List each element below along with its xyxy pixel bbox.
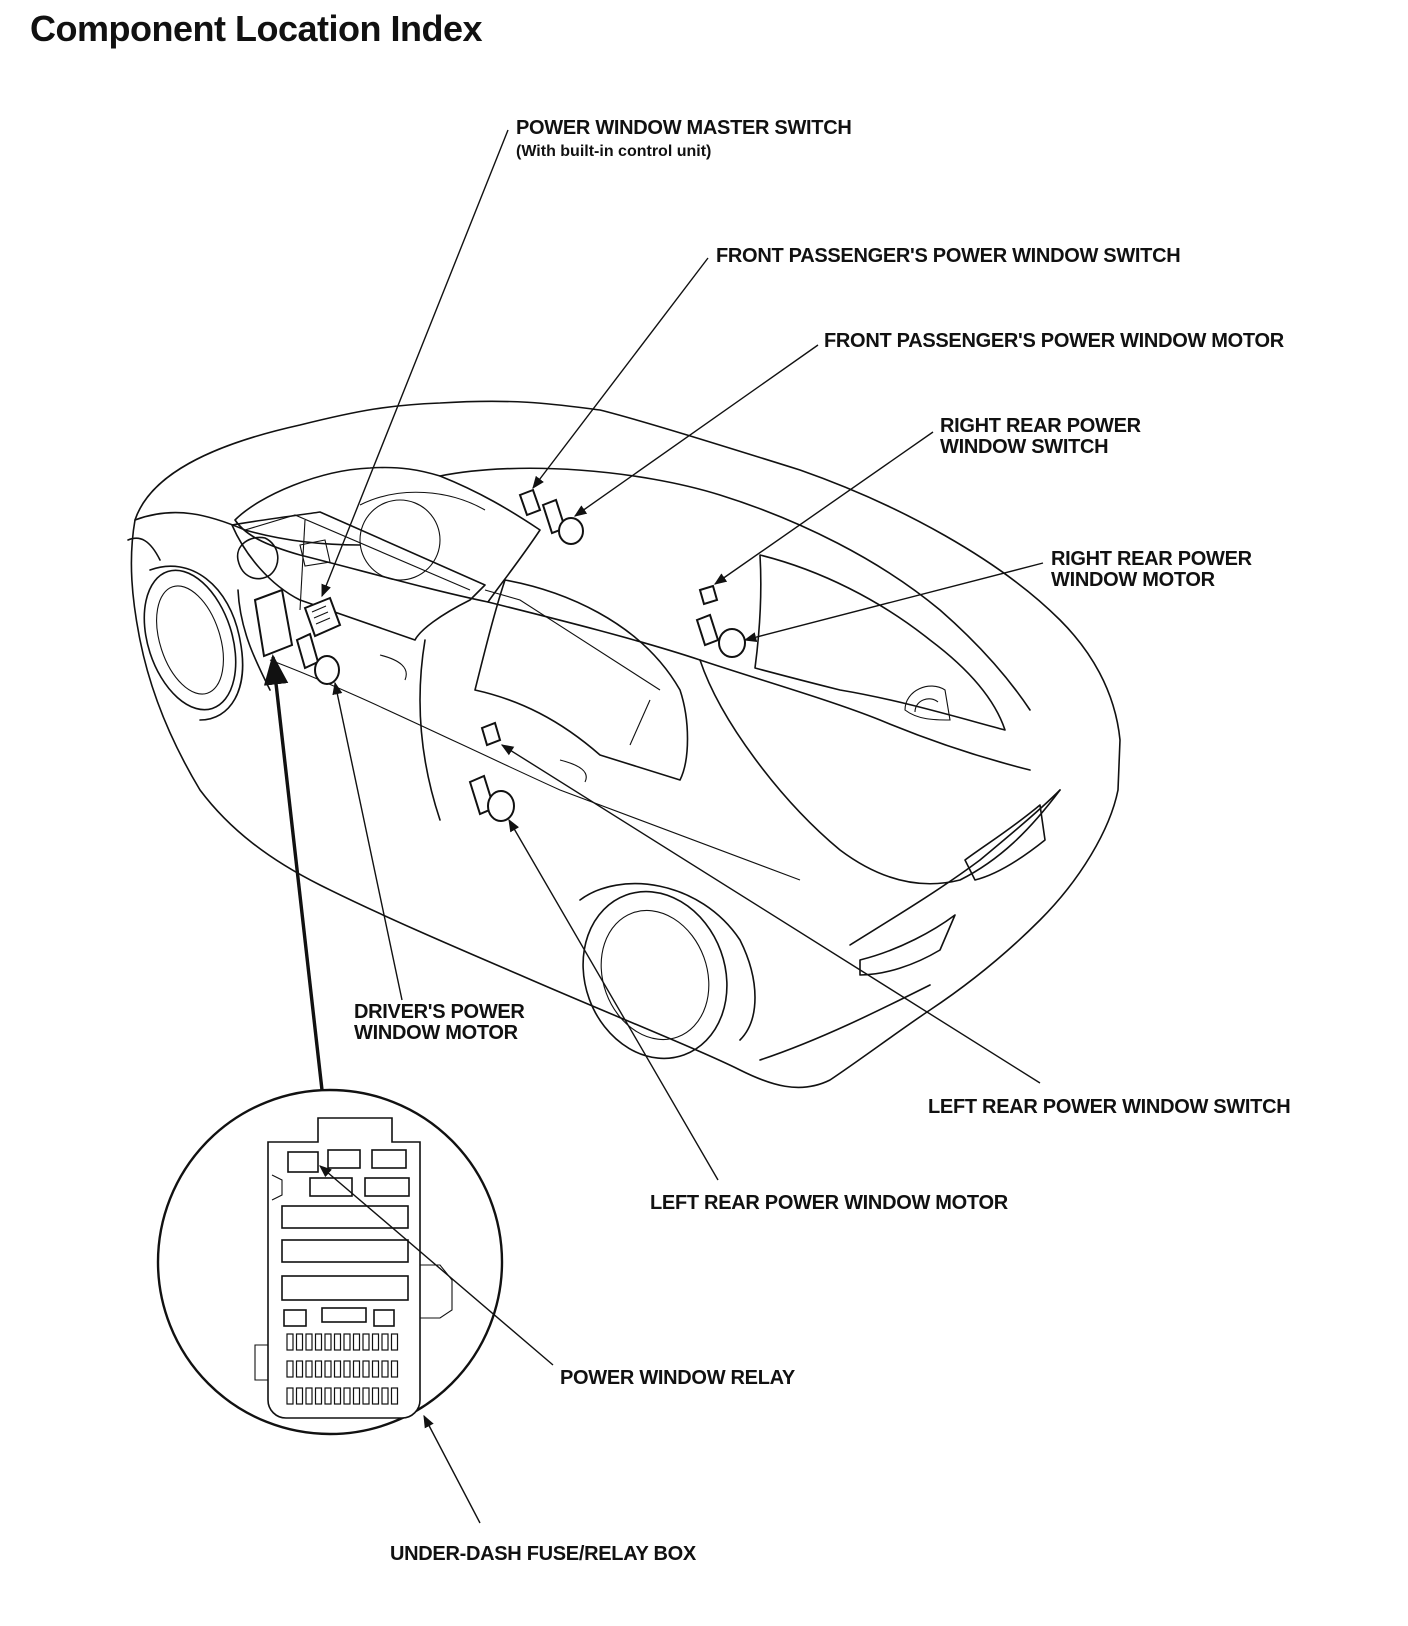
roof (439, 467, 1031, 711)
fuse-slot (333, 1360, 342, 1378)
front-passenger-motor-icon (541, 498, 584, 545)
component-labels: POWER WINDOW MASTER SWITCH (With built-i… (354, 117, 1291, 1565)
rear-bumper (849, 789, 1061, 946)
label-fuse-relay-box: UNDER-DASH FUSE/RELAY BOX (390, 1543, 697, 1565)
fuse-slot (390, 1333, 399, 1351)
label-drivers-motor: DRIVER'S POWER WINDOW MOTOR (354, 1001, 526, 1044)
fuse-slot (381, 1360, 389, 1378)
power-window-relay-slot (287, 1151, 319, 1173)
label-right-rear-switch-line1: RIGHT REAR POWER (940, 415, 1142, 437)
drivers-motor-icon (295, 632, 340, 685)
fuse-slot (343, 1333, 351, 1351)
label-master-switch-line2: (With built-in control unit) (516, 143, 711, 160)
label-drivers-motor-line2: WINDOW MOTOR (354, 1022, 519, 1044)
master-switch-icon (303, 596, 342, 638)
right-rear-motor-icon (695, 613, 746, 658)
fuse-slot (352, 1360, 361, 1378)
car-illustration (127, 400, 1121, 1089)
fuse-slot (371, 1387, 380, 1405)
right-rear-switch-icon (698, 584, 719, 606)
front-wheel (143, 565, 244, 721)
label-left-rear-switch: LEFT REAR POWER WINDOW SWITCH (928, 1096, 1290, 1118)
fuse-slot (333, 1387, 342, 1405)
fuse-slot (314, 1387, 323, 1405)
fuse-slot (324, 1333, 332, 1351)
fuse-slot (286, 1333, 294, 1351)
fuse-slot (314, 1360, 323, 1378)
label-right-rear-switch: RIGHT REAR POWER WINDOW SWITCH (940, 415, 1142, 458)
component-markers (253, 488, 746, 822)
fuse-slot (371, 1333, 380, 1351)
label-right-rear-motor: RIGHT REAR POWER WINDOW MOTOR (1051, 548, 1253, 591)
front-door-window (231, 511, 486, 641)
fuse-slot (324, 1360, 332, 1378)
rear-window (754, 554, 1006, 731)
trunk (699, 659, 1061, 885)
fuse-slot (333, 1333, 342, 1351)
fuse-slot (352, 1387, 361, 1405)
fuse-slot (305, 1387, 313, 1405)
fuse-rows (286, 1333, 399, 1405)
fuse-slot (286, 1360, 294, 1378)
page-title: Component Location Index (30, 8, 483, 49)
label-front-passenger-switch: FRONT PASSENGER'S POWER WINDOW SWITCH (716, 245, 1180, 267)
label-master-switch: POWER WINDOW MASTER SWITCH (With built-i… (516, 117, 852, 160)
label-left-rear-motor: LEFT REAR POWER WINDOW MOTOR (650, 1192, 1009, 1214)
fuse-slot (390, 1387, 399, 1405)
label-master-switch-line1: POWER WINDOW MASTER SWITCH (516, 117, 852, 139)
fuse-slot (305, 1360, 313, 1378)
fuse-slot (362, 1333, 370, 1351)
driver-door-module (253, 588, 294, 658)
label-front-passenger-motor: FRONT PASSENGER'S POWER WINDOW MOTOR (824, 330, 1285, 352)
fuse-slot (381, 1333, 389, 1351)
leader-lines (263, 129, 1044, 1524)
fuse-slot (362, 1387, 370, 1405)
left-rear-switch-icon (480, 721, 502, 747)
fuse-slot (324, 1387, 332, 1405)
left-rear-motor-icon (468, 774, 515, 822)
fuse-slot (362, 1360, 370, 1378)
side-mirror (236, 536, 279, 580)
fuse-slot (286, 1387, 294, 1405)
label-right-rear-motor-line1: RIGHT REAR POWER (1051, 548, 1253, 570)
fuse-slot (314, 1333, 323, 1351)
fuse-slot (295, 1387, 304, 1405)
label-right-rear-motor-line2: WINDOW MOTOR (1051, 569, 1216, 591)
fuse-slot (295, 1333, 304, 1351)
fuse-slot (305, 1333, 313, 1351)
fuse-slot (343, 1387, 351, 1405)
rear-door-window (474, 579, 689, 781)
fuse-slot (371, 1360, 380, 1378)
windshield (234, 466, 541, 603)
front-passenger-switch-icon (518, 488, 542, 517)
label-right-rear-switch-line2: WINDOW SWITCH (940, 436, 1108, 458)
fuse-slot (352, 1333, 361, 1351)
fuse-slot (295, 1360, 304, 1378)
fuse-slot (343, 1360, 351, 1378)
fuse-box-inset (156, 1088, 504, 1436)
fuse-slot (390, 1360, 399, 1378)
label-drivers-motor-line1: DRIVER'S POWER (354, 1001, 525, 1023)
fuse-slot (381, 1387, 389, 1405)
car-outline (130, 400, 1121, 1089)
label-power-window-relay: POWER WINDOW RELAY (560, 1367, 796, 1389)
rear-wheel (579, 882, 756, 1060)
